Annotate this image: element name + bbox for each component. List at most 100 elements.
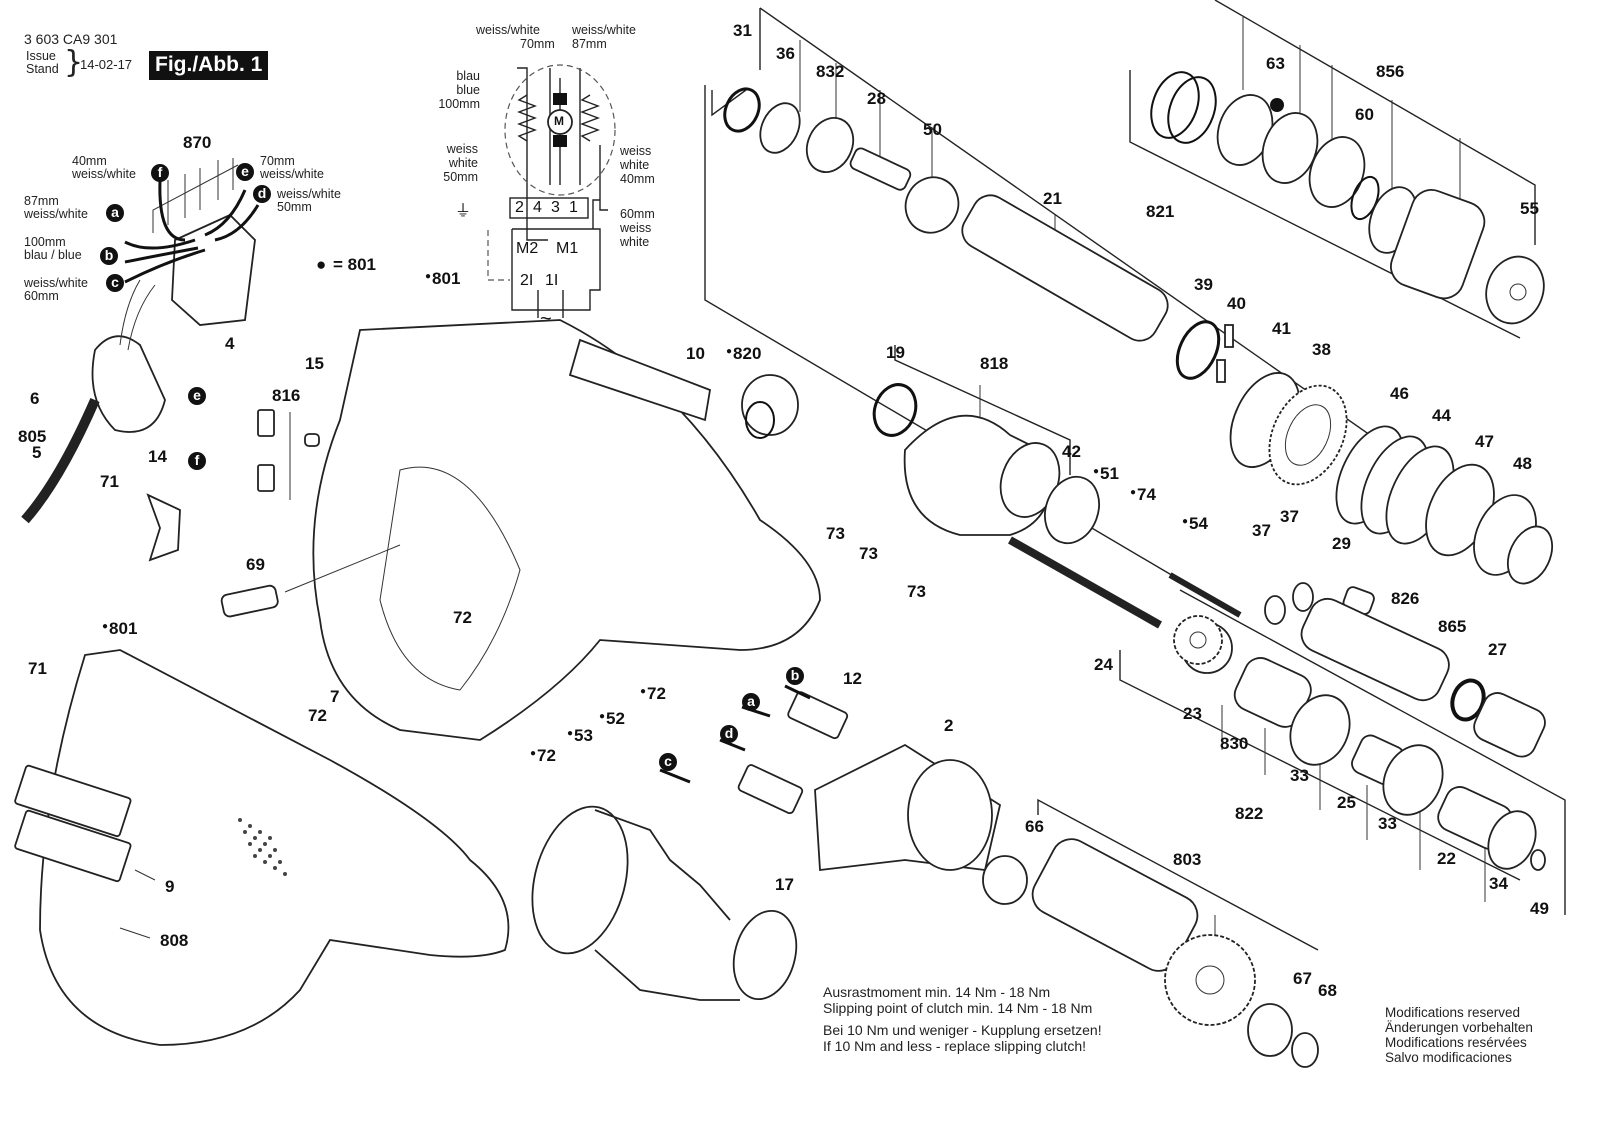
housing-shell <box>312 319 821 741</box>
part-label: 821 <box>1146 202 1175 221</box>
wire-f-label-2: weiss/white <box>72 167 136 181</box>
figure-label: Fig./Abb. 1 <box>149 51 269 80</box>
wd-top-left-label-1: weiss/white <box>476 23 540 37</box>
part-label: 54 <box>1182 515 1208 532</box>
part-label: 36 <box>776 44 795 63</box>
part-label: 72 <box>530 747 556 764</box>
part-label: 40 <box>1227 294 1246 313</box>
part-label: 7 <box>330 687 340 706</box>
part-label: 9 <box>165 877 175 896</box>
note-clutch-de: Ausrastmoment min. 14 Nm - 18 Nm <box>823 984 1051 1000</box>
part-label: 29 <box>1332 534 1351 553</box>
part-label: 42 <box>1062 442 1081 461</box>
gear-housing <box>872 345 1242 665</box>
wd-mid-right-label-1: weiss <box>620 144 652 158</box>
part-label: 72 <box>640 685 666 702</box>
part-label: 22 <box>1437 849 1456 868</box>
part-label: 801 <box>102 620 137 637</box>
wd-mid-left-label-3: 50mm <box>443 170 478 184</box>
wire-e-label-2: weiss/white <box>260 167 324 181</box>
issue-date: 14-02-17 <box>80 57 133 72</box>
wd-top-right-label-2: 87mm <box>572 37 607 51</box>
terminal-4: 4 <box>533 199 542 216</box>
wd-top-right-label-1: weiss/white <box>572 23 636 37</box>
part-label: 72 <box>453 608 472 627</box>
switch-and-cord <box>21 158 260 524</box>
part-label: 67 <box>1293 969 1312 988</box>
part-label: 48 <box>1513 454 1532 473</box>
part-label: 49 <box>1530 899 1549 918</box>
note-replace-de: Bei 10 Nm und weniger - Kupplung ersetze… <box>823 1022 1102 1038</box>
wire-f-label-1: 40mm <box>72 154 107 168</box>
housing-half-801 <box>14 649 510 1046</box>
part-label: 23 <box>1183 704 1202 723</box>
part-label: 25 <box>1337 793 1356 812</box>
part-label: 808 <box>160 931 189 950</box>
armature-803 <box>982 798 1319 1068</box>
wd-mid-left-label-1: weiss <box>446 142 478 156</box>
part-label: 73 <box>826 524 845 543</box>
part-label: 51 <box>1093 465 1119 482</box>
part-label: 60 <box>1355 105 1374 124</box>
wire-b-label-1: 100mm <box>24 235 66 249</box>
part-label: 38 <box>1312 340 1331 359</box>
part-label: 44 <box>1432 406 1451 425</box>
disclaimer-de: Änderungen vorbehalten <box>1385 1020 1533 1035</box>
stator-and-brushes <box>659 684 1002 872</box>
issue-label-en: Issue <box>26 49 56 63</box>
note-replace-en: If 10 Nm and less - replace slipping clu… <box>823 1038 1087 1054</box>
part-label: 71 <box>28 659 47 678</box>
connector-badge-d-12: d <box>720 725 738 743</box>
part-label: 822 <box>1235 804 1264 823</box>
part-label: 820 <box>726 345 761 362</box>
part-label: 47 <box>1475 432 1494 451</box>
part-label: 73 <box>859 544 878 563</box>
wiring-schematic <box>487 64 616 318</box>
part-label: 27 <box>1488 640 1507 659</box>
part-label: 33 <box>1290 766 1309 785</box>
part-label: 818 <box>980 354 1009 373</box>
switch-input-1: 1I <box>545 272 559 289</box>
part-label: 801 <box>425 270 460 287</box>
part-label: 34 <box>1489 874 1508 893</box>
part-label: 28 <box>867 89 886 108</box>
connector-badge-b-12: b <box>786 667 804 685</box>
connector-badge-a: a <box>106 204 124 222</box>
wire-a-label-2: weiss/white <box>24 207 88 221</box>
connector-badge-f: f <box>151 164 169 182</box>
part-label: 41 <box>1272 319 1291 338</box>
clutch-parts <box>1229 372 1554 585</box>
wire-c-label-1: weiss/white <box>24 276 88 290</box>
part-label: 830 <box>1220 734 1249 753</box>
connector-badge-d: d <box>253 185 271 203</box>
part-label: 37 <box>1280 507 1299 526</box>
wd-left-label-3: 100mm <box>438 97 480 111</box>
part-label: 68 <box>1318 981 1337 1000</box>
wd-mid-left-label-2: white <box>448 156 478 170</box>
wd-left-label-2: blue <box>456 83 480 97</box>
terminal-1: 1 <box>569 199 578 216</box>
assembly-bracket-856 <box>1129 0 1545 339</box>
part-number: 3 603 CA9 301 <box>24 31 118 47</box>
part-label: 71 <box>100 472 119 491</box>
connector-badge-e: e <box>236 163 254 181</box>
disclaimer-en: Modifications reserved <box>1385 1005 1521 1020</box>
part-label: 53 <box>567 727 593 744</box>
disclaimer-es: Salvo modificaciones <box>1385 1050 1512 1065</box>
wire-c-label-2: 60mm <box>24 289 59 303</box>
gasket-17 <box>531 805 798 1001</box>
part-label: 17 <box>775 875 794 894</box>
wire-b-label-2: blau / blue <box>24 248 82 262</box>
issue-label-de: Stand <box>26 62 59 76</box>
part-label: 816 <box>272 386 301 405</box>
part-label: 803 <box>1173 850 1202 869</box>
wd-mid-right-label-2: white <box>620 158 650 172</box>
part-label: 33 <box>1378 814 1397 833</box>
terminal-3: 3 <box>551 199 560 216</box>
wire-e-label-1: 70mm <box>260 154 295 168</box>
switch-input-2: 2I <box>520 272 534 289</box>
part-label: 37 <box>1252 521 1271 540</box>
wire-a-label-1: 87mm <box>24 194 59 208</box>
